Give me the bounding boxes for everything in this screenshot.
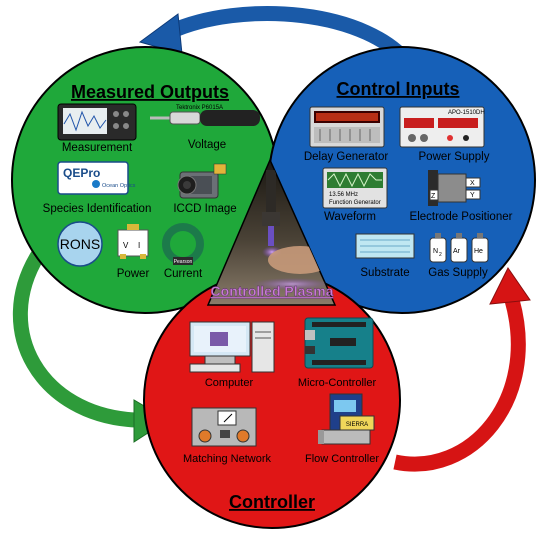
- gas-supply-label: Gas Supply: [428, 267, 488, 279]
- iccd-image-label: ICCD Image: [173, 203, 236, 215]
- axis-x-text: X: [470, 180, 475, 187]
- rons-badge: RONS: [57, 221, 103, 267]
- qepro-spectrometer-icon: QEPro Ocean Optics: [57, 161, 136, 195]
- voltage-label: Voltage: [188, 139, 226, 151]
- micro-controller-label: Micro-Controller: [298, 377, 377, 389]
- power-supply-icon: APO-1510DH: [399, 106, 485, 148]
- gas-n2-subscript: 2: [439, 252, 442, 258]
- controller-title: Controller: [229, 492, 315, 512]
- iccd-camera-icon: [177, 163, 227, 199]
- delay-generator-icon: [309, 106, 385, 148]
- axis-z-text: Z: [431, 193, 436, 200]
- gas-ar-text: Ar: [453, 248, 461, 255]
- arrow-controller-to-inputs: [393, 267, 531, 472]
- current-label: Current: [164, 268, 203, 280]
- qepro-logo-text: QEPro: [63, 166, 100, 180]
- gas-supply-icon: N 2 Ar He: [429, 233, 489, 263]
- gas-n2-text: N: [433, 248, 438, 255]
- ocean-optics-text: Ocean Optics: [102, 183, 136, 189]
- mfc-brand-text: SIERRA: [346, 422, 368, 428]
- matching-network-icon: [191, 407, 257, 447]
- function-generator-freq-text: 13.56 MHz: [329, 192, 358, 198]
- measured-outputs-title: Measured Outputs: [71, 82, 229, 102]
- controlled-plasma-label: Controlled Plasma: [211, 283, 334, 299]
- delay-generator-label: Delay Generator: [304, 151, 389, 163]
- power-i-text: I: [138, 241, 140, 250]
- waveform-label: Waveform: [324, 211, 376, 223]
- function-generator-icon: 13.56 MHz Function Generator: [322, 167, 388, 209]
- power-label: Power: [117, 268, 150, 280]
- flow-controller-icon: SIERRA: [318, 393, 375, 445]
- probe-brand-text: Tektronix P6015A: [176, 105, 223, 111]
- power-v-text: V: [123, 241, 129, 250]
- function-generator-name-text: Function Generator: [329, 200, 381, 206]
- controlled-plasma-photo: [206, 158, 337, 306]
- pearson-logo-text: Pearson: [174, 259, 193, 265]
- power-meter-icon: V I: [117, 224, 149, 259]
- species-identification-label: Species Identification: [43, 203, 152, 215]
- voltage-probe-icon: Tektronix P6015A: [150, 105, 260, 126]
- flow-controller-label: Flow Controller: [305, 453, 379, 465]
- computer-icon: [189, 321, 275, 373]
- measurement-label: Measurement: [62, 142, 133, 154]
- computer-label: Computer: [205, 377, 254, 389]
- axis-y-text: Y: [470, 192, 475, 199]
- pearson-current-monitor-icon: Pearson: [162, 223, 204, 265]
- rons-label: RONS: [60, 236, 100, 252]
- matching-network-label: Matching Network: [183, 453, 272, 465]
- electrode-positioner-label: Electrode Positioner: [410, 211, 513, 223]
- control-inputs-title: Control Inputs: [337, 79, 460, 99]
- substrate-icon: [355, 233, 415, 259]
- power-supply-label: Power Supply: [419, 151, 490, 163]
- power-supply-model-text: APO-1510DH: [448, 110, 485, 116]
- electrode-positioner-icon: Z X Y: [428, 170, 481, 206]
- micro-controller-icon: [304, 317, 374, 369]
- substrate-label: Substrate: [360, 267, 409, 279]
- gas-he-text: He: [474, 248, 483, 255]
- oscilloscope-icon: [57, 103, 137, 141]
